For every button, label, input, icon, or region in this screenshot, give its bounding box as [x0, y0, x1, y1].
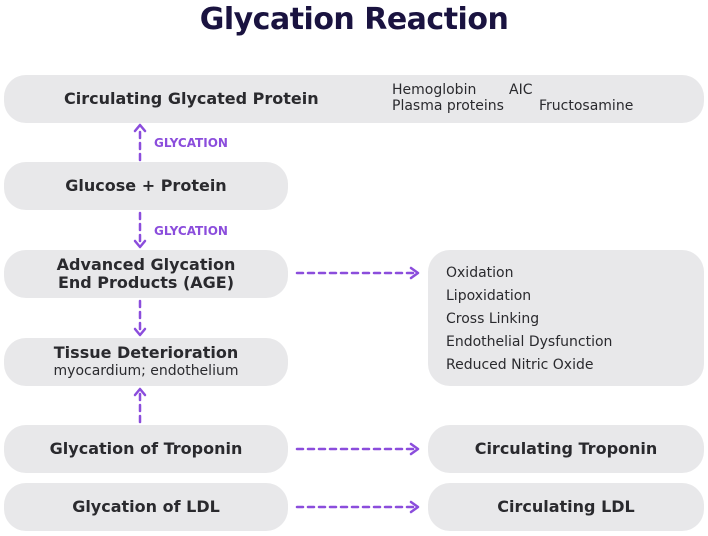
glycation-label-up: GLYCATION	[154, 136, 228, 150]
arrowhead-down-glycation	[133, 239, 147, 249]
age-label-line2: End Products (AGE)	[57, 273, 235, 292]
effects-box	[428, 250, 704, 386]
effect-item: Endothelial Dysfunction	[446, 334, 613, 350]
circulating-glycated-protein-box	[4, 75, 704, 123]
circulating-glycated-protein-label: Circulating Glycated Protein	[64, 89, 319, 108]
glycation-troponin-label: Glycation of Troponin	[49, 439, 243, 458]
glycation-ldl-label: Glycation of LDL	[72, 497, 220, 516]
glucose-protein-label: Glucose + Protein	[65, 176, 227, 195]
circulating-ldl-box: Circulating LDL	[428, 483, 704, 531]
arrowhead-up-tissue	[133, 387, 147, 397]
effect-item: Reduced Nitric Oxide	[446, 357, 594, 373]
age-box: Advanced Glycation End Products (AGE)	[4, 250, 288, 298]
tissue-deterioration-label: Tissue Deterioration	[53, 343, 239, 362]
circulating-troponin-label: Circulating Troponin	[474, 439, 658, 458]
arrowhead-down-tissue	[133, 327, 147, 337]
glycation-label-down: GLYCATION	[154, 224, 228, 238]
effect-item: Oxidation	[446, 265, 514, 281]
arrowhead-right-effects	[409, 266, 420, 280]
marker-aic: AIC	[509, 82, 533, 98]
arrowhead-right-ldl	[409, 500, 420, 514]
effects-list: Oxidation Lipoxidation Cross Linking End…	[446, 262, 612, 377]
arrowhead-up-glycation	[133, 123, 147, 133]
page-title: Glycation Reaction	[199, 2, 509, 37]
circulating-ldl-label: Circulating LDL	[497, 497, 635, 516]
effect-item: Lipoxidation	[446, 288, 532, 304]
arrowhead-right-troponin	[409, 442, 420, 456]
age-label-line1: Advanced Glycation	[56, 255, 236, 274]
marker-fructosamine: Fructosamine	[539, 98, 634, 114]
glucose-protein-box: Glucose + Protein	[4, 162, 288, 210]
effect-item: Cross Linking	[446, 311, 540, 327]
glycation-ldl-box: Glycation of LDL	[4, 483, 288, 531]
circulating-troponin-box: Circulating Troponin	[428, 425, 704, 473]
tissue-deterioration-sub: myocardium; endothelium	[53, 363, 239, 379]
marker-hemoglobin: Hemoglobin	[392, 82, 477, 98]
tissue-deterioration-box: Tissue Deterioration myocardium; endothe…	[4, 338, 288, 386]
marker-plasma-proteins: Plasma proteins	[392, 98, 504, 114]
glycation-troponin-box: Glycation of Troponin	[4, 425, 288, 473]
